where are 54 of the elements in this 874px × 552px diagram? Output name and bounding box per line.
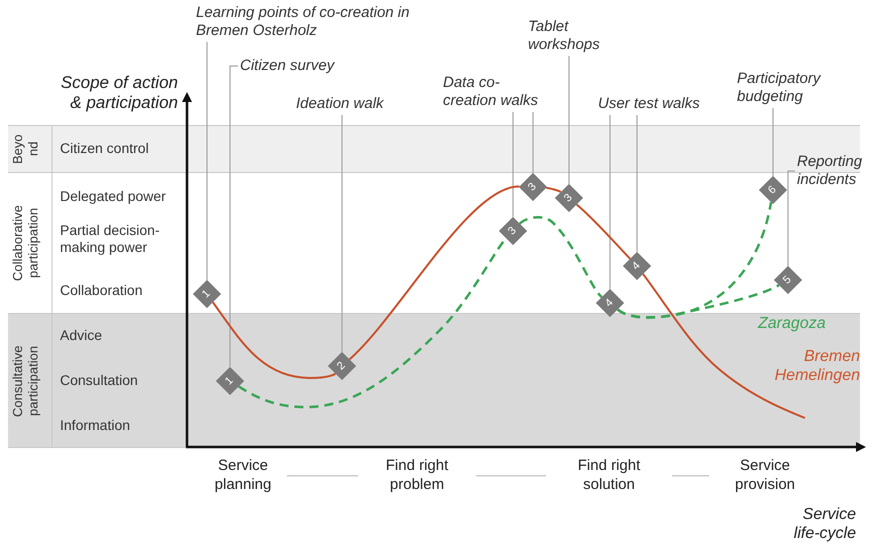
group-label: Consultative participation	[10, 344, 42, 419]
step-number: 4	[630, 260, 644, 272]
leader-line	[532, 112, 534, 174]
leader-line	[772, 108, 774, 176]
connector-line	[476, 475, 546, 476]
leader-line	[788, 170, 796, 266]
step-number: 3	[526, 180, 540, 194]
group-label: Beyo nd	[10, 133, 42, 166]
step-number: 1	[200, 288, 214, 300]
phase-label: Service planning	[203, 457, 283, 494]
axis-title: Scope of action & participation	[60, 73, 178, 114]
level-label: Information	[60, 417, 130, 434]
trend-curve	[616, 284, 780, 319]
connector-line	[672, 475, 709, 476]
level-label: Consultation	[60, 372, 138, 389]
step-number: 6	[766, 184, 780, 196]
annotation-text: Participatory budgeting	[737, 70, 829, 106]
group-label: Collaborative participation	[10, 204, 42, 283]
leader-line	[568, 56, 570, 184]
annotation-text: Data co-creation walks	[443, 74, 551, 110]
leader-line	[512, 112, 514, 218]
trend-curve	[546, 186, 562, 193]
trend-curve	[518, 216, 603, 298]
leader-line	[230, 66, 238, 368]
trend-curve	[576, 204, 631, 260]
annotation-text: Reporting incidents	[797, 153, 872, 189]
leader-line	[636, 114, 638, 252]
trend-curve	[642, 273, 806, 419]
level-label: Advice	[60, 327, 102, 344]
annotation-text: Learning points of co-creation in Bremen Osterholz	[196, 4, 411, 40]
step-number: 2	[336, 360, 348, 372]
phase-label: Service provision	[713, 457, 817, 494]
axis-title: Service life-cycle	[792, 505, 856, 544]
leader-line	[206, 42, 208, 280]
step-number: 3	[562, 192, 576, 204]
step-number: 5	[782, 274, 794, 286]
annotation-text: Tablet workshops	[528, 18, 608, 54]
level-label: Delegated power	[60, 188, 166, 205]
annotation-text: Citizen survey	[240, 57, 334, 75]
level-label: Collaboration	[60, 282, 142, 299]
series-label: Bremen Hemelingen	[774, 347, 860, 386]
trend-curve	[212, 302, 336, 379]
trend-curve	[348, 186, 520, 360]
annotation-text: Ideation walk	[296, 95, 384, 113]
phase-label: Find right solution	[550, 457, 668, 494]
series-label: Zaragoza	[758, 314, 826, 334]
step-number: 3	[506, 224, 520, 238]
step-number: 4	[604, 296, 616, 310]
annotation-text: User test walks	[598, 95, 700, 113]
phase-label: Find right problem	[362, 457, 472, 494]
step-number: 1	[224, 374, 236, 388]
level-label: Partial decision-making power	[60, 222, 161, 256]
level-label: Citizen control	[60, 140, 149, 157]
connector-line	[287, 475, 358, 476]
